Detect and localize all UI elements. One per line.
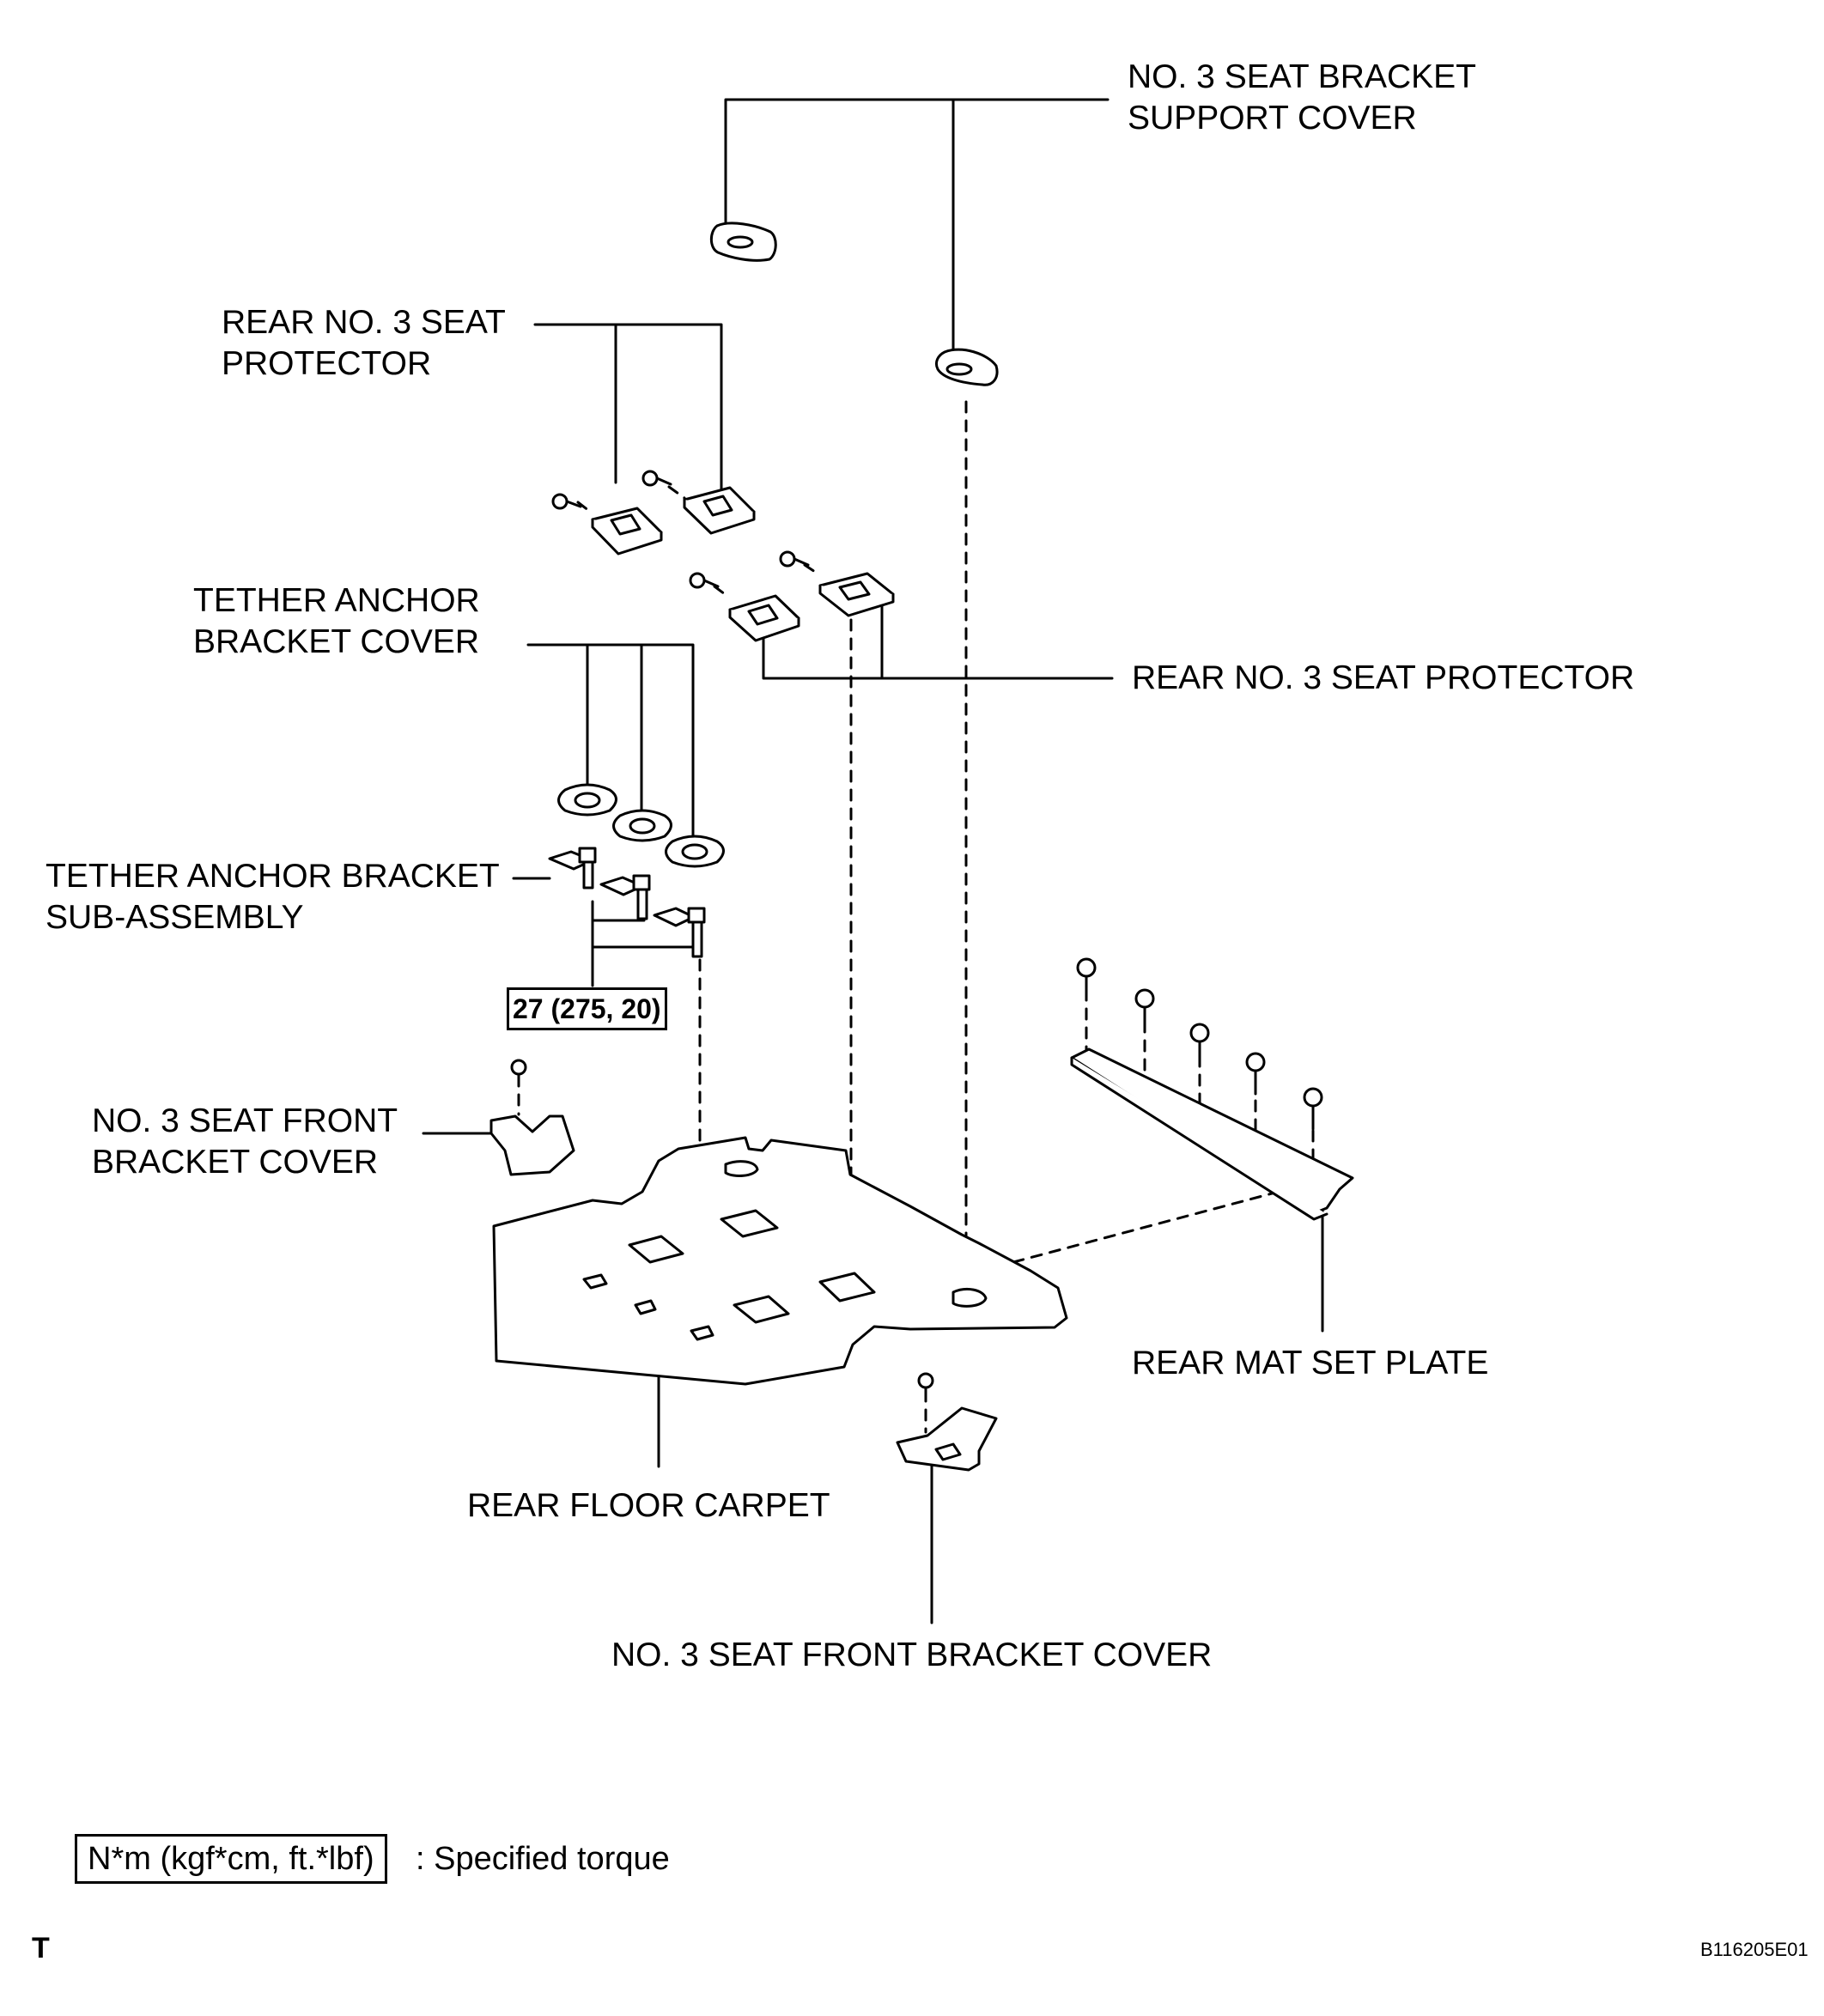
label-tether-cover: TETHER ANCHOR BRACKET COVER [193, 582, 480, 660]
leader-protector-right [762, 597, 1114, 680]
label-tether-sub-assembly: TETHER ANCHOR BRACKET SUB-ASSEMBLY [46, 858, 500, 936]
label-protector-right: REAR NO. 3 SEAT PROTECTOR [1132, 659, 1635, 696]
front-bracket-cover-left-part [489, 1059, 575, 1176]
protector-screws [551, 470, 810, 589]
leader-protector-upper [533, 323, 723, 507]
front-bracket-cover-bottom-part [896, 1372, 998, 1472]
label-mat-plate: REAR MAT SET PLATE [1132, 1345, 1489, 1381]
label-floor-carpet: REAR FLOOR CARPET [467, 1487, 830, 1524]
support-cover-part [709, 222, 999, 386]
rear-mat-set-plate-part [1070, 1047, 1354, 1221]
legend-torque-box: N*m (kgf*cm, ft.*lbf) [75, 1834, 387, 1884]
protector-parts-upper [591, 486, 756, 556]
leader-tether-sub [512, 877, 697, 987]
tether-covers [557, 783, 725, 868]
rear-floor-carpet-shape [492, 1136, 1068, 1386]
label-protector-upper: REAR NO. 3 SEAT PROTECTOR [222, 304, 506, 382]
figure-code: B116205E01 [1700, 1939, 1809, 1960]
tether-anchor-brackets [548, 847, 706, 958]
mat-plate-bolts [1076, 957, 1323, 1131]
corner-letter: T [32, 1932, 50, 1964]
label-front-cover-left: NO. 3 SEAT FRONT BRACKET COVER [92, 1102, 398, 1181]
protector-parts-lower [728, 572, 895, 642]
legend-torque-text: : Specified torque [416, 1841, 670, 1877]
leader-tether-cover [526, 643, 695, 844]
label-support-cover: NO. 3 SEAT BRACKET SUPPORT COVER [1128, 58, 1476, 137]
leader-support-cover [724, 98, 1110, 357]
label-front-cover-bottom: NO. 3 SEAT FRONT BRACKET COVER [611, 1636, 1213, 1673]
carpet-holes [582, 1160, 988, 1341]
torque-spec-box: 27 (275, 20) [507, 987, 667, 1030]
